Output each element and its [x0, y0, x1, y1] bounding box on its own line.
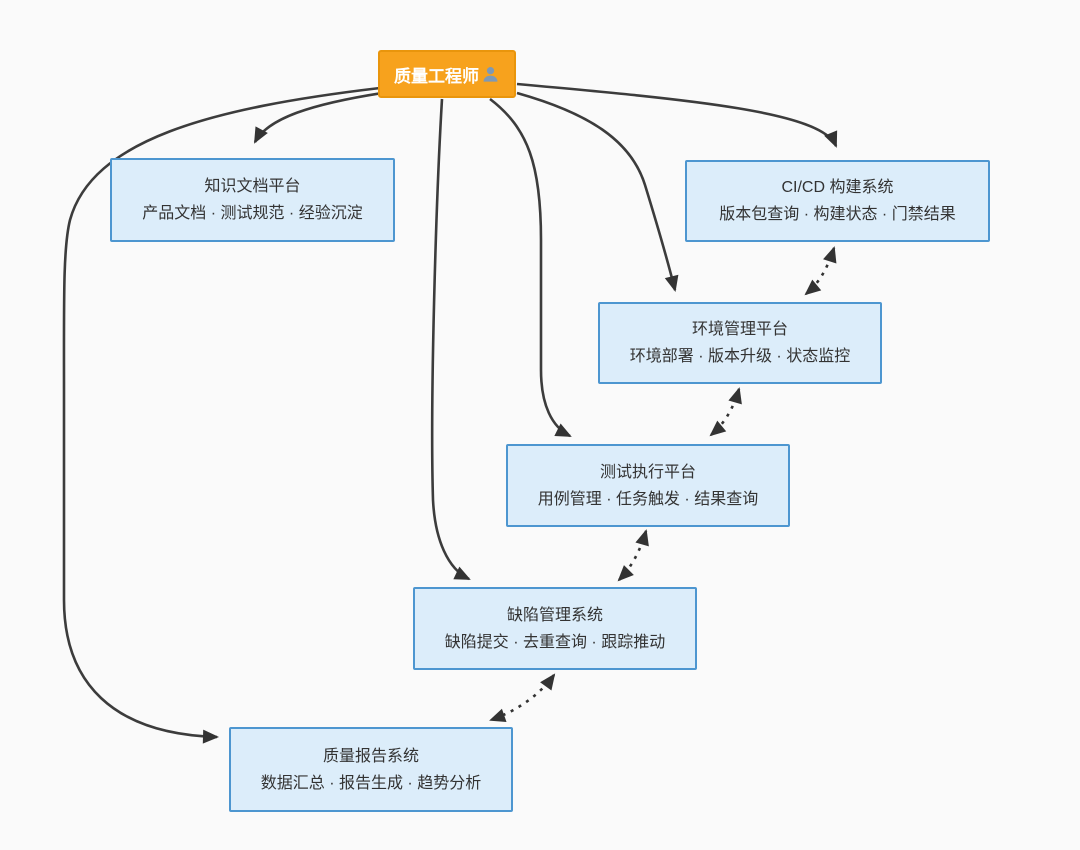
node-title: CI/CD 构建系统: [781, 179, 894, 196]
node-test: 测试执行平台 用例管理 · 任务触发 · 结果查询: [506, 444, 790, 527]
edge-actor-to-env: [516, 91, 679, 292]
edge-actor-to-cicd: [516, 82, 838, 148]
node-report: 质量报告系统 数据汇总 · 报告生成 · 趋势分析: [229, 727, 513, 812]
node-subtitle: 产品文档 · 测试规范 · 经验沉淀: [142, 205, 363, 222]
node-title: 知识文档平台: [204, 178, 301, 195]
node-title: 环境管理平台: [691, 321, 788, 338]
node-knowledge: 知识文档平台 产品文档 · 测试规范 · 经验沉淀: [110, 158, 395, 242]
edge-test-defect-dotted: [617, 529, 649, 582]
person-icon: [481, 65, 500, 84]
node-subtitle: 用例管理 · 任务触发 · 结果查询: [537, 490, 759, 508]
edge-defect-report-dotted: [489, 673, 556, 723]
node-title: 测试执行平台: [599, 463, 696, 481]
edge-actor-to-knowledge: [253, 91, 383, 144]
edge-cicd-env-dotted: [804, 246, 837, 296]
node-subtitle: 环境部署 · 版本升级 · 状态监控: [629, 348, 851, 365]
node-title: 缺陷管理系统: [506, 606, 603, 624]
actor-quality-engineer: 质量工程师: [378, 50, 516, 98]
node-subtitle: 版本包查询 · 构建状态 · 门禁结果: [719, 206, 956, 223]
node-subtitle: 数据汇总 · 报告生成 · 趋势分析: [260, 774, 482, 792]
node-cicd: CI/CD 构建系统 版本包查询 · 构建状态 · 门禁结果: [685, 160, 990, 242]
node-subtitle: 缺陷提交 · 去重查询 · 跟踪推动: [444, 633, 666, 651]
node-defect: 缺陷管理系统 缺陷提交 · 去重查询 · 跟踪推动: [413, 587, 697, 670]
edge-actor-to-report: [62, 86, 381, 744]
node-title: 质量报告系统: [322, 747, 419, 765]
edge-actor-to-test: [489, 97, 572, 438]
node-env: 环境管理平台 环境部署 · 版本升级 · 状态监控: [598, 302, 882, 384]
actor-label: 质量工程师: [394, 66, 479, 86]
edge-env-test-dotted: [709, 387, 742, 437]
edge-actor-to-defect: [430, 98, 471, 581]
